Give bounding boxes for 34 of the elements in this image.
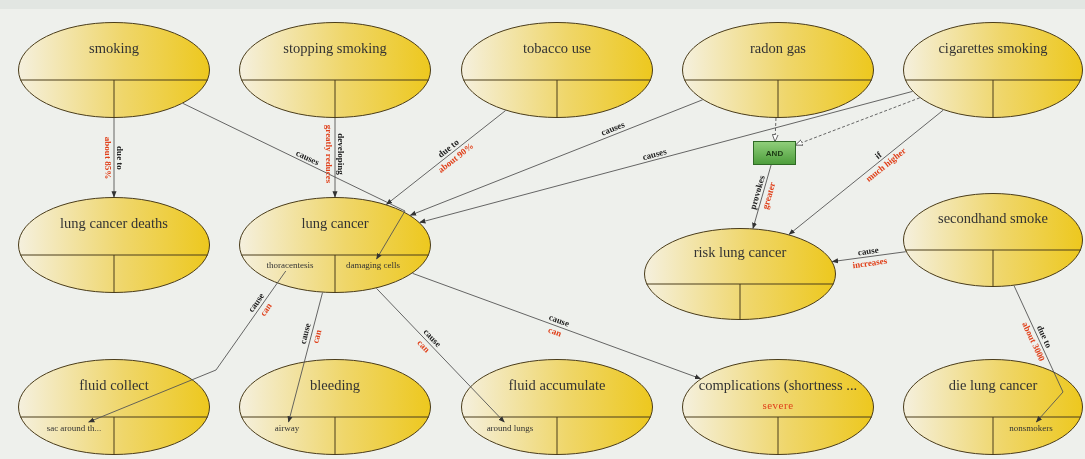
- node-title: cigarettes smoking: [938, 39, 1048, 57]
- node-title: tobacco use: [523, 39, 591, 57]
- compartment-text: airway: [274, 423, 300, 433]
- edge-label: causes: [599, 119, 626, 138]
- compartment-text: around lungs: [486, 423, 534, 433]
- edge-label: causes: [294, 147, 321, 167]
- compartment-text: sac around th...: [46, 423, 102, 433]
- edge-label: causes: [641, 145, 668, 162]
- edge-qualifier: can: [310, 329, 324, 345]
- node-title: bleeding: [310, 376, 360, 394]
- edge-label: if: [872, 149, 884, 161]
- gate-box: AND: [753, 141, 796, 165]
- node-title: lung cancer deaths: [60, 214, 168, 232]
- node-title: fluid accumulate: [508, 376, 606, 394]
- node-title: die lung cancer: [948, 376, 1038, 394]
- edge-label: developing: [336, 132, 346, 175]
- compartment-text: damaging cells: [345, 260, 401, 270]
- node-title: complications (shortness ...: [698, 376, 858, 394]
- node-note: severe: [762, 399, 794, 411]
- node-title: stopping smoking: [283, 39, 387, 57]
- node-title: smoking: [89, 39, 139, 57]
- edge-qualifier: increases: [852, 255, 888, 270]
- node-title: risk lung cancer: [693, 243, 787, 261]
- compartment-text: nonsmokers: [1009, 423, 1053, 433]
- edge-qualifier: greatly reduces: [324, 124, 334, 183]
- compartment-text: thoracentesis: [266, 260, 314, 270]
- edge-label: cause: [298, 322, 313, 346]
- node-title: fluid collect: [79, 376, 149, 394]
- node-title: lung cancer: [301, 214, 369, 232]
- edge-label: due to: [115, 145, 125, 170]
- edge-label: cause: [857, 244, 880, 258]
- node-title: secondhand smoke: [938, 209, 1048, 227]
- node-title: radon gas: [750, 39, 806, 57]
- edge-qualifier: about 85%: [103, 136, 113, 179]
